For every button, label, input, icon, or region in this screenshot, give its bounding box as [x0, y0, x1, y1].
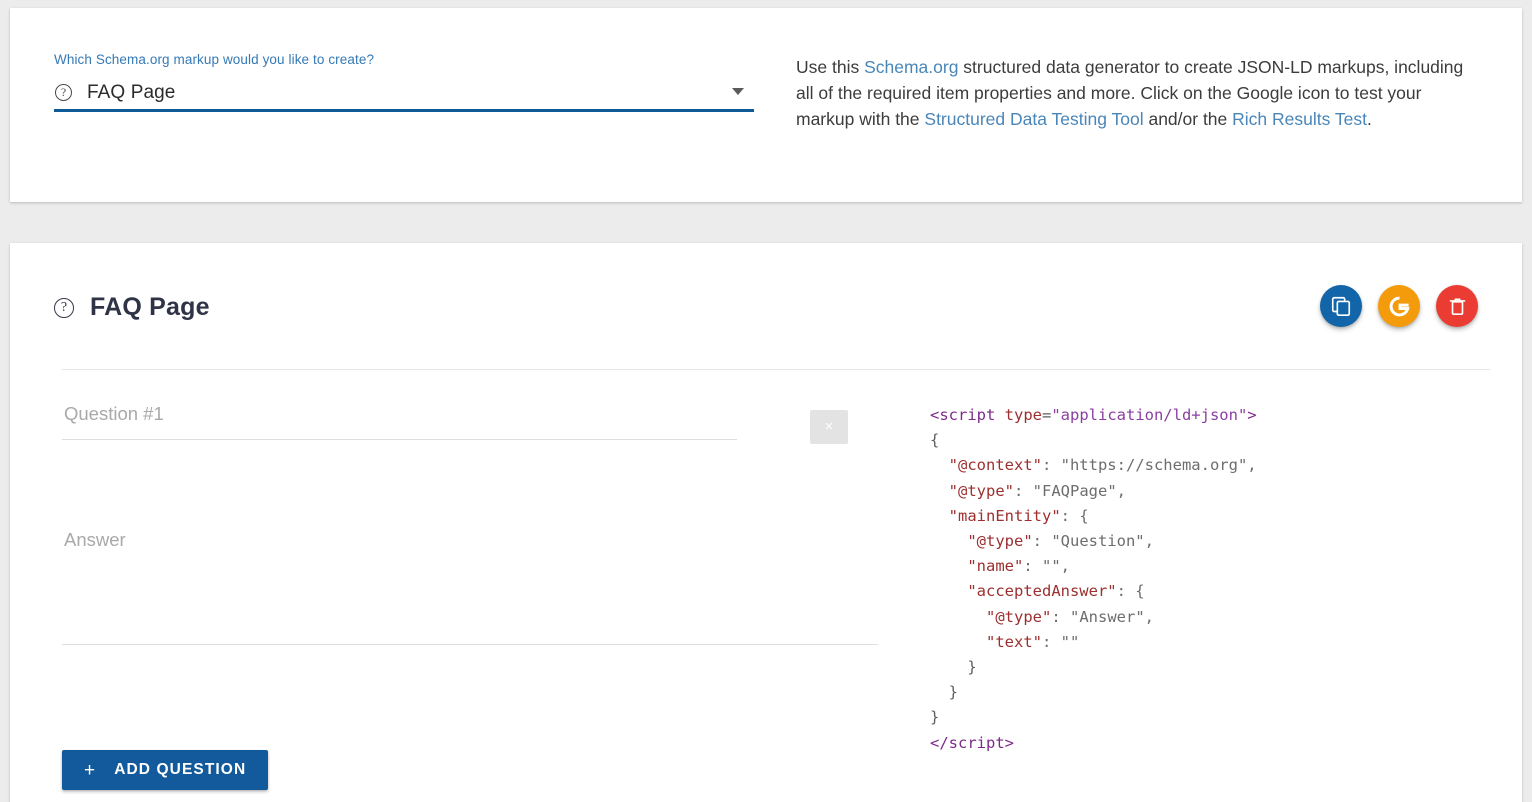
plus-icon: + — [84, 759, 97, 781]
code-val-qtype: : "Question", — [1032, 532, 1154, 551]
code-key-type: "@type" — [930, 481, 1014, 500]
code-line-13: } — [930, 708, 940, 727]
question-row: × — [62, 403, 892, 471]
copy-button[interactable] — [1320, 285, 1362, 327]
desc-text-4: . — [1367, 109, 1372, 129]
jsonld-output: <script type="application/ld+json"> { "@… — [930, 403, 1257, 756]
header-divider — [62, 369, 1490, 370]
code-val-mainentity: : { — [1060, 506, 1089, 525]
trash-icon — [1449, 297, 1465, 315]
structured-data-testing-tool-link[interactable]: Structured Data Testing Tool — [924, 109, 1144, 129]
google-icon — [1389, 296, 1410, 316]
code-val-type: : "FAQPage", — [1014, 481, 1126, 500]
card-actions — [1320, 285, 1478, 327]
code-eq: = — [1041, 406, 1052, 424]
copy-icon — [1331, 296, 1351, 316]
question-input[interactable] — [62, 403, 737, 440]
delete-button[interactable] — [1436, 285, 1478, 327]
markup-type-selector: Which Schema.org markup would you like t… — [54, 52, 754, 112]
chevron-down-icon[interactable] — [732, 88, 744, 95]
code-key-mainentity: "mainEntity" — [930, 506, 1061, 525]
code-val-text: : "" — [1041, 632, 1080, 651]
google-test-button[interactable] — [1378, 285, 1420, 327]
code-key-text: "text" — [930, 632, 1042, 651]
card-header: ? FAQ Page — [10, 243, 1522, 370]
code-line-12: } — [930, 683, 958, 702]
card-title-row: ? FAQ Page — [54, 293, 210, 322]
add-question-button[interactable]: + ADD QUESTION — [62, 750, 269, 790]
code-line-2: { — [930, 431, 940, 450]
code-attr-value: "application/ld+json" — [1051, 406, 1248, 424]
markup-type-value: FAQ Page — [87, 81, 176, 103]
code-key-context: "@context" — [930, 456, 1042, 475]
question-form: × — [62, 403, 892, 645]
code-val-acceptedanswer: : { — [1116, 582, 1145, 601]
code-key-qtype: "@type" — [930, 532, 1033, 551]
markup-type-label: Which Schema.org markup would you like t… — [54, 52, 375, 67]
code-val-atype: : "Answer", — [1051, 607, 1154, 626]
code-script-close: </script> — [930, 733, 1014, 752]
answer-input[interactable] — [62, 527, 878, 645]
generator-description: Use this Schema.org structured data gene… — [796, 54, 1466, 132]
remove-question-button[interactable]: × — [810, 410, 848, 444]
code-key-atype: "@type" — [930, 607, 1052, 626]
code-val-context: : "https://schema.org", — [1041, 456, 1257, 475]
code-line-11: } — [930, 658, 977, 677]
code-gt: > — [1247, 406, 1257, 424]
help-icon: ? — [54, 297, 74, 318]
markup-type-select[interactable]: ? FAQ Page — [54, 76, 754, 112]
rich-results-test-link[interactable]: Rich Results Test — [1232, 109, 1368, 129]
page-title: FAQ Page — [90, 293, 210, 321]
add-question-label: ADD QUESTION — [114, 761, 247, 778]
code-key-name: "name" — [930, 557, 1024, 576]
schema-org-link[interactable]: Schema.org — [864, 57, 959, 77]
code-val-name: : "", — [1023, 557, 1070, 576]
desc-text-3: and/or the — [1143, 109, 1233, 129]
faq-editor-card: ? FAQ Page — [10, 243, 1522, 802]
answer-row — [62, 527, 892, 645]
desc-text-2: structured data generator to create JSON… — [796, 57, 1464, 129]
code-script-open: <script — [930, 406, 1005, 424]
desc-text-1: Use this — [796, 57, 865, 77]
code-attr-name: type — [1004, 406, 1042, 424]
markup-selector-card: Which Schema.org markup would you like t… — [10, 8, 1522, 202]
help-icon: ? — [55, 84, 72, 101]
code-key-acceptedanswer: "acceptedAnswer" — [930, 582, 1117, 601]
